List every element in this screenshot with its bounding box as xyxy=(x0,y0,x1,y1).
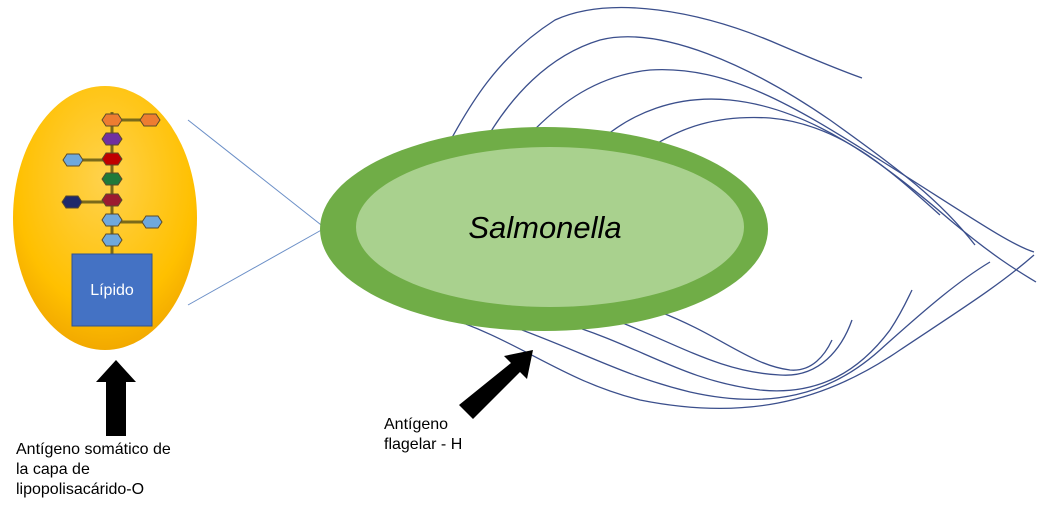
sugar-hexagon xyxy=(62,196,82,208)
o-antigen-caption-line-1: Antígeno somático de xyxy=(16,440,171,460)
sugar-hexagon xyxy=(142,216,162,228)
sugar-hexagon xyxy=(102,153,122,165)
h-antigen-arrow xyxy=(459,350,533,419)
zoom-line-bottom xyxy=(188,228,325,305)
sugar-hexagon xyxy=(140,114,160,126)
sugar-hexagon xyxy=(102,133,122,145)
h-antigen-caption-line-2: flagelar - H xyxy=(384,435,462,455)
arrows xyxy=(96,350,533,436)
zoom-line-top xyxy=(188,120,325,228)
o-antigen-arrow xyxy=(96,360,136,436)
lipid-label: Lípido xyxy=(90,282,134,299)
sugar-hexagon xyxy=(63,154,83,166)
o-antigen-caption-line-3: lipopolisacárido-O xyxy=(16,480,171,500)
sugar-hexagon xyxy=(102,173,122,185)
o-antigen-caption: Antígeno somático de la capa de lipopoli… xyxy=(16,440,171,500)
h-antigen-caption: Antígeno flagelar - H xyxy=(384,415,462,455)
sugar-hexagon xyxy=(102,194,122,206)
sugar-hexagon xyxy=(102,214,122,226)
h-antigen-caption-line-1: Antígeno xyxy=(384,415,462,435)
salmonella-bacterium: Salmonella xyxy=(320,127,768,331)
bacterium-label: Salmonella xyxy=(468,210,621,245)
o-antigen-caption-line-2: la capa de xyxy=(16,460,171,480)
lps-cell: Lípido xyxy=(13,86,197,350)
flagellum-10 xyxy=(660,312,832,370)
sugar-hexagon xyxy=(102,234,122,246)
sugar-hexagon xyxy=(102,114,122,126)
zoom-lines xyxy=(188,120,325,305)
